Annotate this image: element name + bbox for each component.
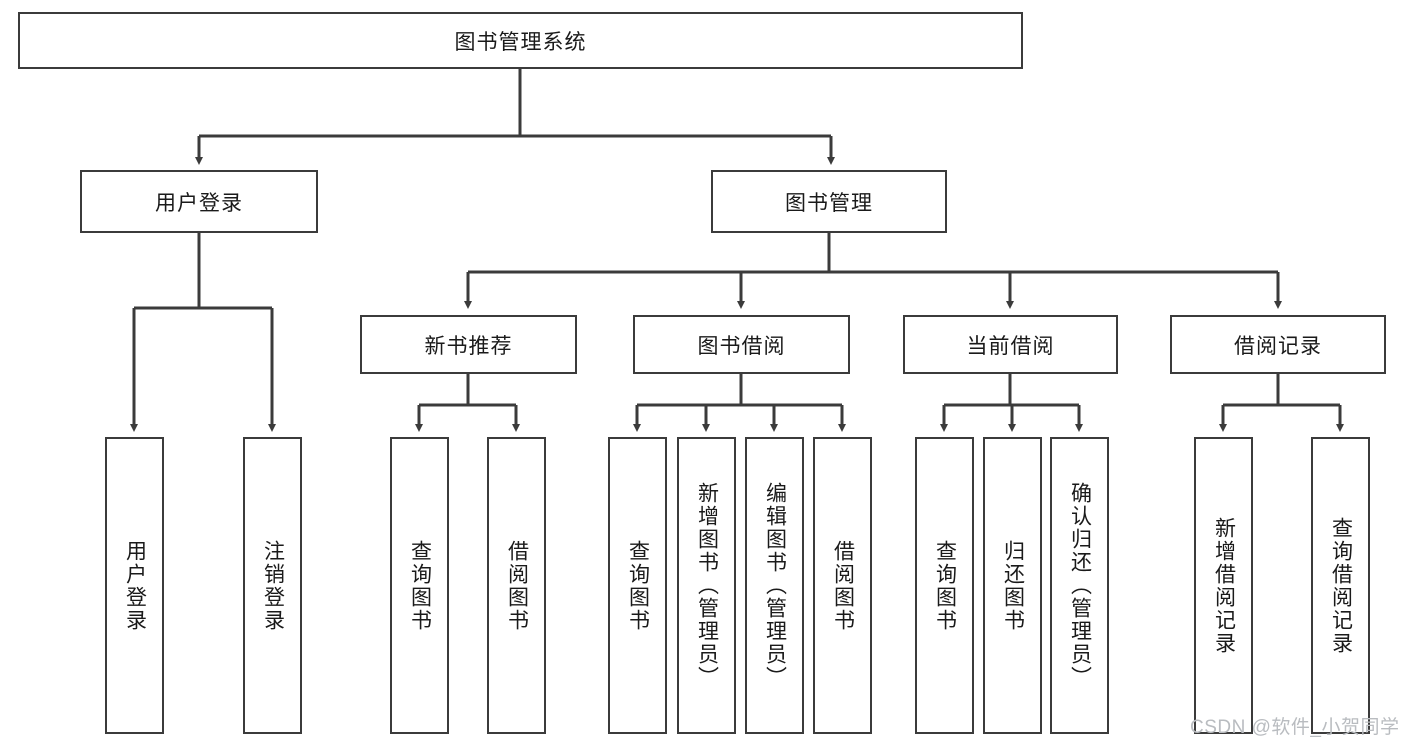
node-borrow-record-label: 借阅记录 [1234,334,1322,358]
node-root[interactable]: 图书管理系统 [18,12,1023,69]
node-book-management[interactable]: 图书管理 [711,170,947,233]
node-borrow-record[interactable]: 借阅记录 [1170,315,1386,374]
node-leaf-query-book-current[interactable]: 查询图书 [915,437,974,734]
node-leaf-return-book-label: 归还图书 [1001,539,1025,632]
node-new-book-recommend-label: 新书推荐 [424,334,513,358]
node-leaf-borrow-book-recommend[interactable]: 借阅图书 [487,437,546,734]
node-leaf-query-book-borrow[interactable]: 查询图书 [608,437,667,734]
node-leaf-edit-book-admin-label: 编辑图书（管理员） [763,482,787,689]
csdn-watermark: CSDN @软件_小贺同学 [1190,717,1400,738]
node-book-management-label: 图书管理 [785,191,873,215]
node-current-borrow-label: 当前借阅 [966,334,1055,358]
node-book-borrow[interactable]: 图书借阅 [633,315,850,374]
node-leaf-logout-label: 注销登录 [261,539,285,632]
node-leaf-user-login[interactable]: 用户登录 [105,437,164,734]
node-current-borrow[interactable]: 当前借阅 [903,315,1118,374]
node-leaf-add-book-admin-label: 新增图书（管理员） [695,482,719,689]
node-leaf-borrow-book-recommend-label: 借阅图书 [505,539,529,632]
node-user-login-label: 用户登录 [155,191,243,215]
node-leaf-query-borrow-record[interactable]: 查询借阅记录 [1311,437,1370,734]
node-leaf-edit-book-admin[interactable]: 编辑图书（管理员） [745,437,804,734]
node-leaf-borrow-book[interactable]: 借阅图书 [813,437,872,734]
node-leaf-add-borrow-record-label: 新增借阅记录 [1212,516,1236,655]
node-user-login[interactable]: 用户登录 [80,170,318,233]
node-leaf-query-book-recommend[interactable]: 查询图书 [390,437,449,734]
node-new-book-recommend[interactable]: 新书推荐 [360,315,577,374]
node-leaf-logout[interactable]: 注销登录 [243,437,302,734]
node-leaf-user-login-label: 用户登录 [123,539,147,632]
node-leaf-query-book-recommend-label: 查询图书 [408,539,432,632]
node-leaf-return-book[interactable]: 归还图书 [983,437,1042,734]
node-leaf-borrow-book-label: 借阅图书 [831,539,855,632]
node-leaf-query-borrow-record-label: 查询借阅记录 [1329,516,1353,655]
node-root-label: 图书管理系统 [454,30,587,54]
node-book-borrow-label: 图书借阅 [697,334,786,358]
node-leaf-add-book-admin[interactable]: 新增图书（管理员） [677,437,736,734]
node-leaf-add-borrow-record[interactable]: 新增借阅记录 [1194,437,1253,734]
node-leaf-confirm-return-admin-label: 确认归还（管理员） [1068,482,1092,689]
node-leaf-confirm-return-admin[interactable]: 确认归还（管理员） [1050,437,1109,734]
node-leaf-query-book-borrow-label: 查询图书 [626,539,650,632]
node-leaf-query-book-current-label: 查询图书 [933,539,957,632]
